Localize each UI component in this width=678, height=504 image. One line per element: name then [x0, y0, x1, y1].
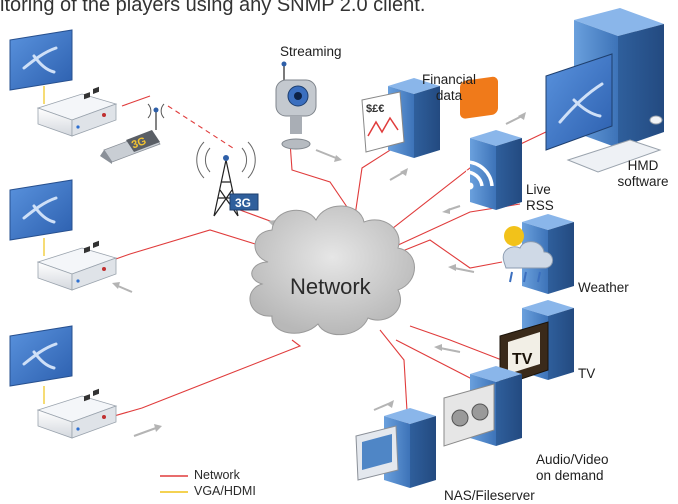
legend-vga-label: VGA/HDMI — [194, 484, 256, 498]
streaming-camera-icon — [275, 61, 317, 150]
label-av-line1: Audio/Video — [536, 452, 609, 467]
player-top — [8, 28, 117, 137]
financial-screen-symbols: $£€ — [366, 103, 384, 115]
label-live-line1: Live — [526, 182, 551, 197]
label-av-line2: on demand — [536, 468, 604, 483]
link-rss — [395, 203, 521, 247]
network-cloud-label: Network — [290, 274, 371, 299]
label-financial-line2: data — [435, 88, 463, 103]
label-financial: Financial data — [416, 72, 482, 104]
label-tv: TV — [578, 366, 596, 381]
player-middle — [8, 178, 117, 291]
label-nas: NAS/Fileserver — [444, 488, 535, 503]
rss-server — [460, 76, 522, 210]
usb-modem-3g: 3G — [100, 103, 165, 164]
legend-network-label: Network — [194, 468, 240, 482]
hmd-software-pc — [545, 8, 664, 173]
label-hmd: HMD software — [610, 158, 676, 190]
label-hmd-line1: HMD — [627, 158, 659, 173]
tower-3g-badge: 3G — [235, 196, 251, 210]
link-player-mid — [95, 229, 269, 267]
tv-screen-label: TV — [512, 351, 533, 368]
link-nas — [379, 329, 409, 429]
link-tv — [409, 325, 513, 365]
player-bottom — [8, 324, 117, 439]
link-weather — [399, 239, 503, 269]
network-cloud — [249, 205, 415, 336]
label-weather: Weather — [578, 280, 629, 295]
modem-3g-badge: 3G — [130, 135, 148, 151]
financial-server: $£€ — [361, 78, 440, 158]
label-live-line2: RSS — [526, 198, 554, 213]
link-player-top — [121, 95, 151, 107]
link-3g-modem — [167, 105, 237, 151]
cell-tower-3g: 3G — [196, 141, 259, 217]
label-live-rss: Live RSS — [526, 182, 554, 214]
label-audio-video: Audio/Video on demand — [536, 452, 609, 484]
weather-server — [502, 214, 574, 294]
label-streaming: Streaming — [280, 44, 342, 59]
audio-video-server — [443, 366, 522, 447]
link-player-bottom — [95, 339, 302, 421]
label-financial-line1: Financial — [421, 72, 477, 87]
intro-text: itoring of the players using any SNMP 2.… — [0, 0, 426, 16]
nas-server — [355, 408, 436, 488]
tv-server: TV — [499, 300, 574, 387]
label-hmd-line2: software — [617, 174, 669, 189]
